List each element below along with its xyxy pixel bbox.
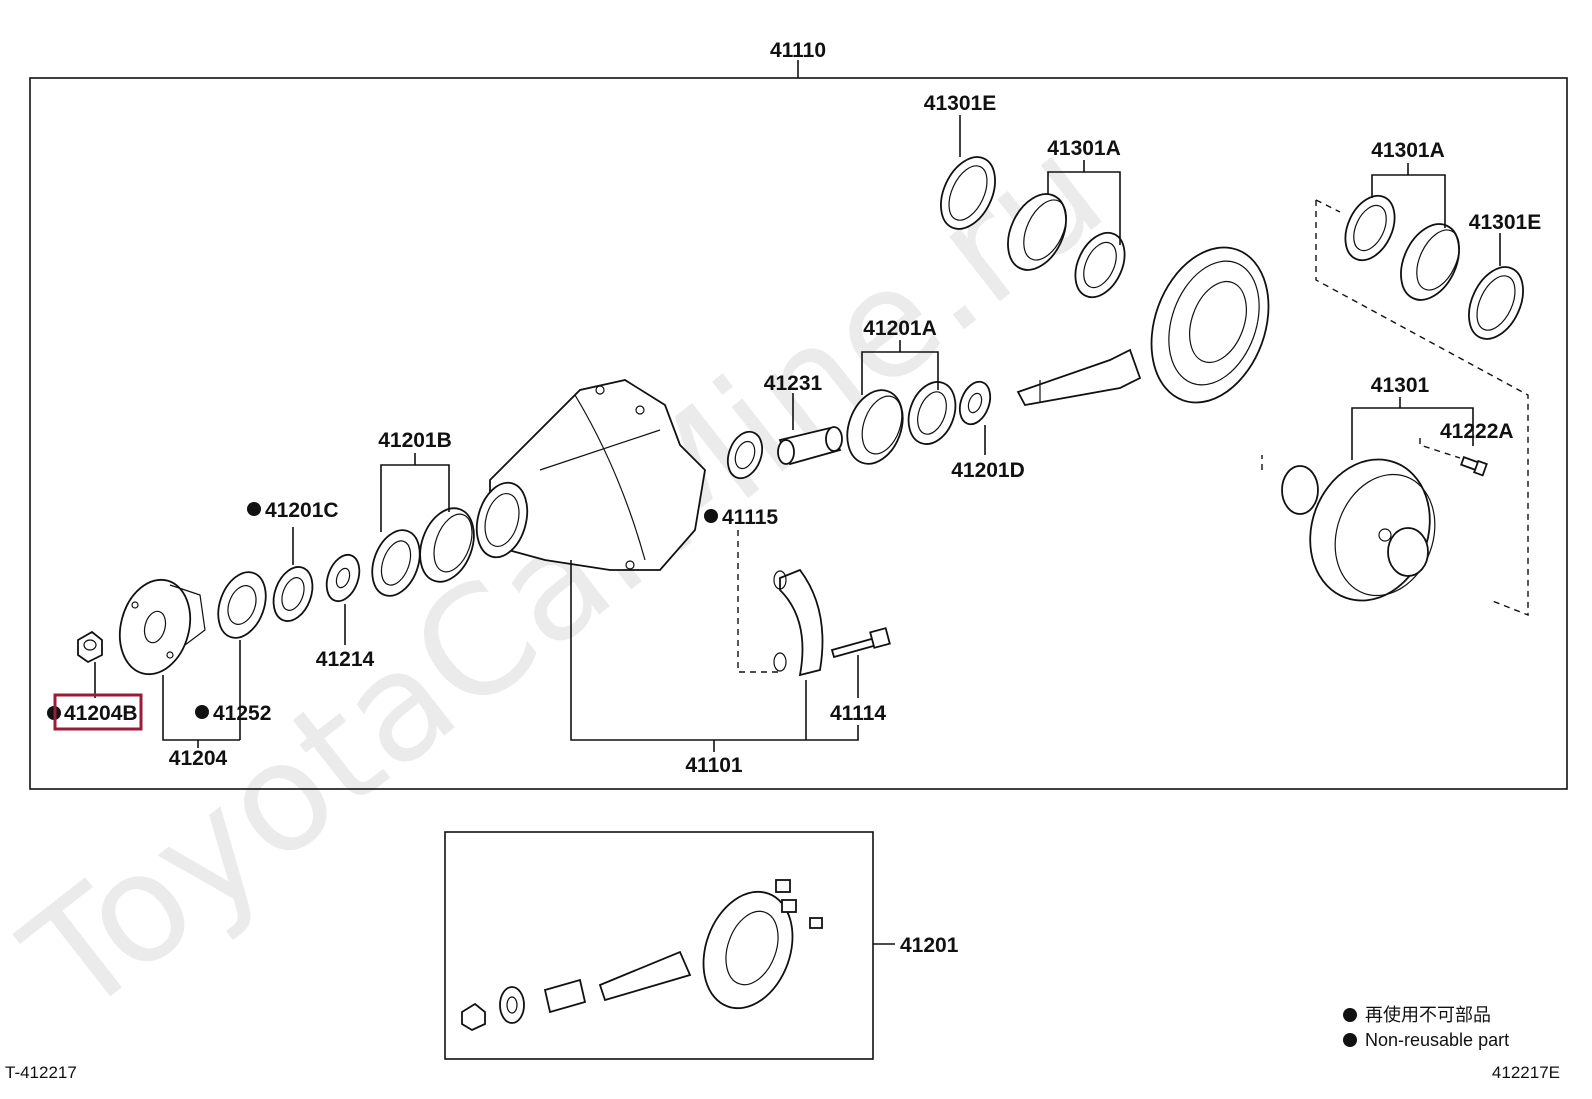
part-41301E-seal-right[interactable]: [1458, 258, 1534, 347]
footer-right-code: 412217E: [1492, 1063, 1560, 1082]
part-41114-bolt[interactable]: [830, 627, 891, 659]
label-41301E-top[interactable]: 41301E: [924, 92, 996, 115]
label-41301[interactable]: 41301: [1371, 374, 1430, 397]
label-41115[interactable]: 41115: [722, 506, 778, 529]
legend-line-en: Non-reusable part: [1365, 1030, 1509, 1050]
part-41204B-nut[interactable]: [77, 630, 103, 664]
non-reusable-dot-icon: [247, 502, 261, 516]
highlight-box: [53, 693, 143, 731]
part-ring-gear-pinion[interactable]: [1016, 231, 1289, 419]
label-41301A-left[interactable]: 41301A: [1047, 137, 1121, 160]
label-41301A-right[interactable]: 41301A: [1371, 139, 1445, 162]
label-41201B[interactable]: 41201B: [378, 429, 452, 452]
part-41301A-bearing-left[interactable]: [997, 185, 1135, 305]
part-41301A-bearing-right[interactable]: [1336, 188, 1471, 309]
part-41201A-bearing[interactable]: [838, 375, 964, 471]
part-41201D-washer[interactable]: [954, 378, 995, 429]
part-41301-differential-case[interactable]: [1281, 443, 1451, 618]
non-reusable-dot-icon: [1343, 1008, 1357, 1022]
label-41201C[interactable]: 41201C: [265, 499, 339, 522]
part-41101-carrier-housing[interactable]: [469, 379, 706, 571]
label-41204[interactable]: 41204: [169, 747, 228, 770]
label-41204B[interactable]: 41204B: [64, 702, 138, 725]
non-reusable-dot-icon: [195, 705, 209, 719]
watermark-text: ToyotaCarMine.ru: [0, 104, 1135, 1048]
label-41301E-right[interactable]: 41301E: [1469, 211, 1541, 234]
legend-line-jp: 再使用不可部品: [1365, 1005, 1491, 1025]
non-reusable-dot-icon: [704, 509, 718, 523]
label-41201D[interactable]: 41201D: [951, 459, 1025, 482]
label-41110[interactable]: 41110: [770, 39, 826, 62]
label-41214[interactable]: 41214: [316, 648, 375, 671]
part-41201B-bearing[interactable]: [364, 501, 484, 603]
label-41201[interactable]: 41201: [900, 934, 959, 957]
non-reusable-dot-icon: [1343, 1033, 1357, 1047]
part-41204-companion-flange[interactable]: [110, 572, 206, 682]
label-41201A[interactable]: 41201A: [863, 317, 937, 340]
part-41301E-seal[interactable]: [930, 148, 1006, 237]
part-41201C-oil-seal[interactable]: [267, 562, 320, 627]
part-41201-ring-pinion-kit[interactable]: [461, 879, 823, 1032]
label-41114[interactable]: 41114: [830, 702, 886, 725]
label-41222A[interactable]: 41222A: [1440, 420, 1514, 443]
label-41252[interactable]: 41252: [213, 702, 271, 725]
label-41101[interactable]: 41101: [685, 754, 743, 777]
part-41115-oil-seal[interactable]: [722, 427, 768, 483]
kit-41201-frame: [444, 831, 874, 1060]
part-41231-spacer[interactable]: [777, 426, 843, 466]
part-bearing-cap[interactable]: [773, 568, 824, 677]
footer-left-code: T-412217: [5, 1063, 77, 1082]
part-41214-washer[interactable]: [321, 550, 366, 605]
label-41231[interactable]: 41231: [764, 372, 823, 395]
part-41252-deflector[interactable]: [210, 566, 275, 645]
part-41222A-bolt[interactable]: [1460, 456, 1488, 477]
